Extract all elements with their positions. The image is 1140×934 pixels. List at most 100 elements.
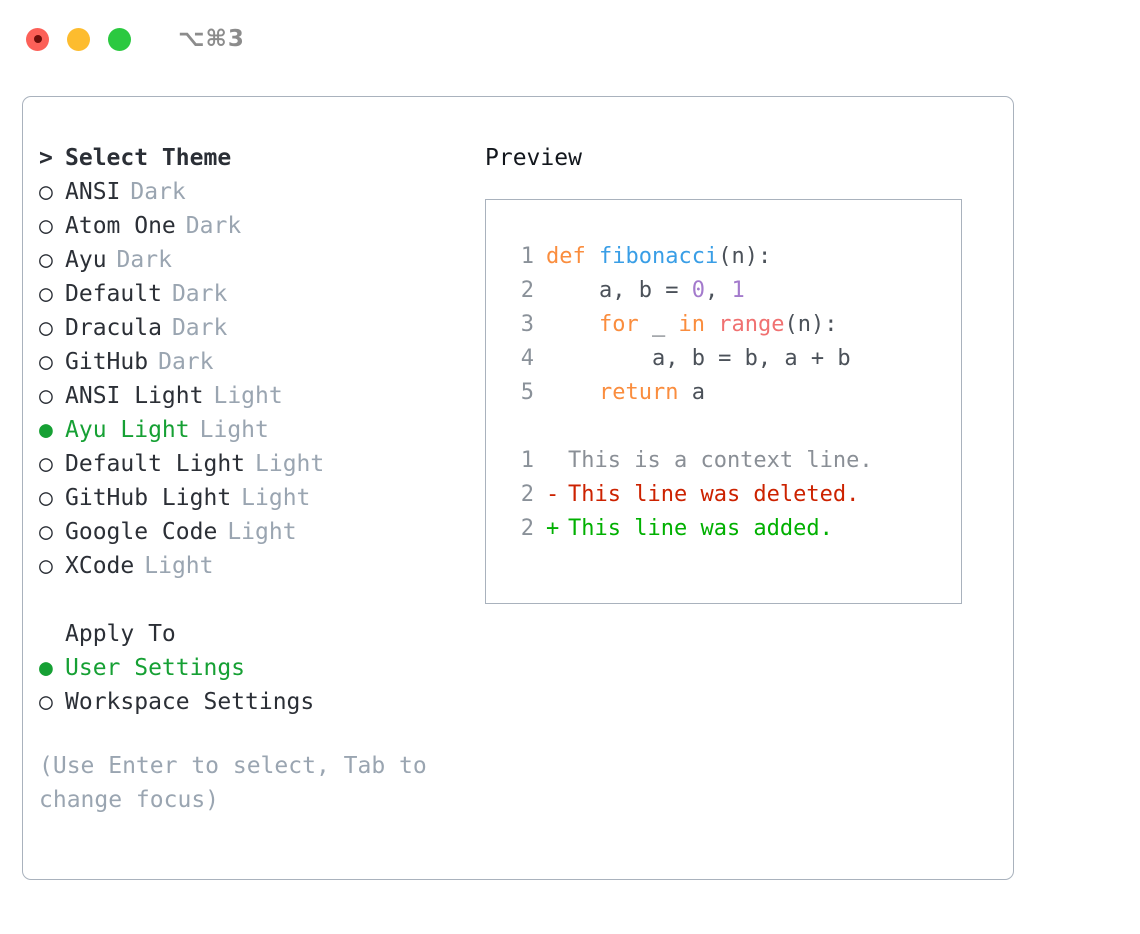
theme-item-label: Dracula	[65, 315, 162, 341]
code-line: 5 return a	[504, 376, 961, 410]
radio-unselected-icon: ○	[39, 247, 53, 273]
radio-unselected-icon: ○	[39, 213, 53, 239]
theme-item-6[interactable]: ○ ANSI Light Light	[39, 379, 485, 413]
theme-section-title: Select Theme	[65, 145, 232, 171]
preview-title: Preview	[485, 145, 582, 171]
code-diff-spacer	[504, 410, 961, 444]
theme-item-label: Ayu Light	[65, 417, 190, 443]
theme-variant-tag: Light	[255, 451, 325, 477]
code-token-plain: (n):	[784, 312, 838, 337]
apply-item-label: User Settings	[65, 655, 246, 681]
theme-variant-tag: Light	[199, 417, 269, 443]
apply-section-title: Apply To	[65, 621, 176, 647]
diff-marker-context	[546, 444, 568, 478]
line-number: 2	[520, 516, 534, 541]
code-token-function: fibonacci	[598, 244, 719, 269]
code-token-number: 0	[691, 278, 705, 303]
radio-unselected-icon: ○	[39, 383, 53, 409]
keyboard-shortcut-label: ⌥⌘3	[178, 26, 245, 52]
section-spacer	[39, 583, 485, 617]
apply-item-1[interactable]: ○ Workspace Settings	[39, 685, 485, 719]
diff-line-added: 2+This line was added.	[504, 512, 961, 546]
code-token-number: 1	[731, 278, 745, 303]
theme-item-label: ANSI Light	[65, 383, 204, 409]
title-bar: ⌥⌘3	[0, 0, 1140, 78]
line-number: 5	[520, 380, 534, 405]
radio-selected-icon: ●	[39, 417, 53, 443]
theme-item-label: Default	[65, 281, 162, 307]
code-token-plain: _	[638, 312, 679, 337]
code-token-keyword: def	[546, 244, 599, 269]
close-button[interactable]	[26, 27, 49, 51]
line-number: 4	[520, 346, 534, 371]
theme-variant-tag: Dark	[171, 281, 228, 307]
line-number: 1	[520, 448, 534, 473]
theme-item-4[interactable]: ○ Dracula Dark	[39, 311, 485, 345]
apply-section-header: Apply To	[39, 617, 485, 651]
radio-unselected-icon: ○	[39, 451, 53, 477]
line-number: 2	[520, 482, 534, 507]
diff-marker-added: +	[546, 516, 560, 541]
radio-unselected-icon: ○	[39, 315, 53, 341]
prompt-marker-icon: >	[39, 145, 53, 171]
code-line: 3 for _ in range(n):	[504, 308, 961, 342]
diff-sample: 1 This is a context line.2-This line was…	[504, 444, 961, 546]
diff-text: This is a context line.	[568, 448, 873, 473]
code-token-keyword: return	[598, 380, 679, 405]
code-token-plain: a, b = b, a + b	[546, 346, 851, 371]
no-marker-icon	[39, 617, 65, 651]
diff-line-context: 1 This is a context line.	[504, 444, 961, 478]
code-token-plain: ,	[704, 278, 732, 303]
code-token-plain	[546, 380, 599, 405]
code-line: 4 a, b = b, a + b	[504, 342, 961, 376]
radio-unselected-icon: ○	[39, 179, 53, 205]
line-number: 2	[520, 278, 534, 303]
theme-variant-tag: Light	[144, 553, 214, 579]
radio-selected-icon: ●	[39, 655, 53, 681]
code-token-keyword: for	[598, 312, 639, 337]
code-token-plain	[705, 312, 718, 337]
radio-unselected-icon: ○	[39, 553, 53, 579]
radio-unselected-icon: ○	[39, 485, 53, 511]
code-token-plain: a	[678, 380, 705, 405]
maximize-button[interactable]	[108, 27, 131, 51]
theme-variant-tag: Dark	[185, 213, 242, 239]
window-controls	[26, 27, 131, 51]
code-token-keyword: in	[678, 312, 705, 337]
apply-to-list: Apply To ● User Settings ○ Workspace Settin…	[39, 617, 485, 719]
diff-line-deleted: 2-This line was deleted.	[504, 478, 961, 512]
keyboard-hint-text: (Use Enter to select, Tab to change focu…	[39, 753, 441, 813]
radio-unselected-icon: ○	[39, 349, 53, 375]
theme-variant-tag: Dark	[158, 349, 214, 375]
record-dot-icon	[33, 35, 42, 43]
code-token-plain: a, b =	[546, 278, 692, 303]
radio-unselected-icon: ○	[39, 519, 53, 545]
theme-variant-tag: Light	[241, 485, 311, 511]
diff-text: This line was deleted.	[568, 482, 860, 507]
code-line: 2 a, b = 0, 1	[504, 274, 961, 308]
theme-item-label: ANSI	[65, 179, 121, 205]
theme-item-7[interactable]: ● Ayu Light Light	[39, 413, 485, 447]
minimize-button[interactable]	[67, 27, 90, 51]
line-number: 1	[520, 244, 534, 269]
apply-item-label: Workspace Settings	[65, 689, 315, 715]
radio-unselected-icon: ○	[39, 689, 53, 715]
theme-variant-tag: Light	[213, 383, 283, 409]
theme-variant-tag: Dark	[171, 315, 228, 341]
apply-item-0[interactable]: ● User Settings	[39, 651, 485, 685]
